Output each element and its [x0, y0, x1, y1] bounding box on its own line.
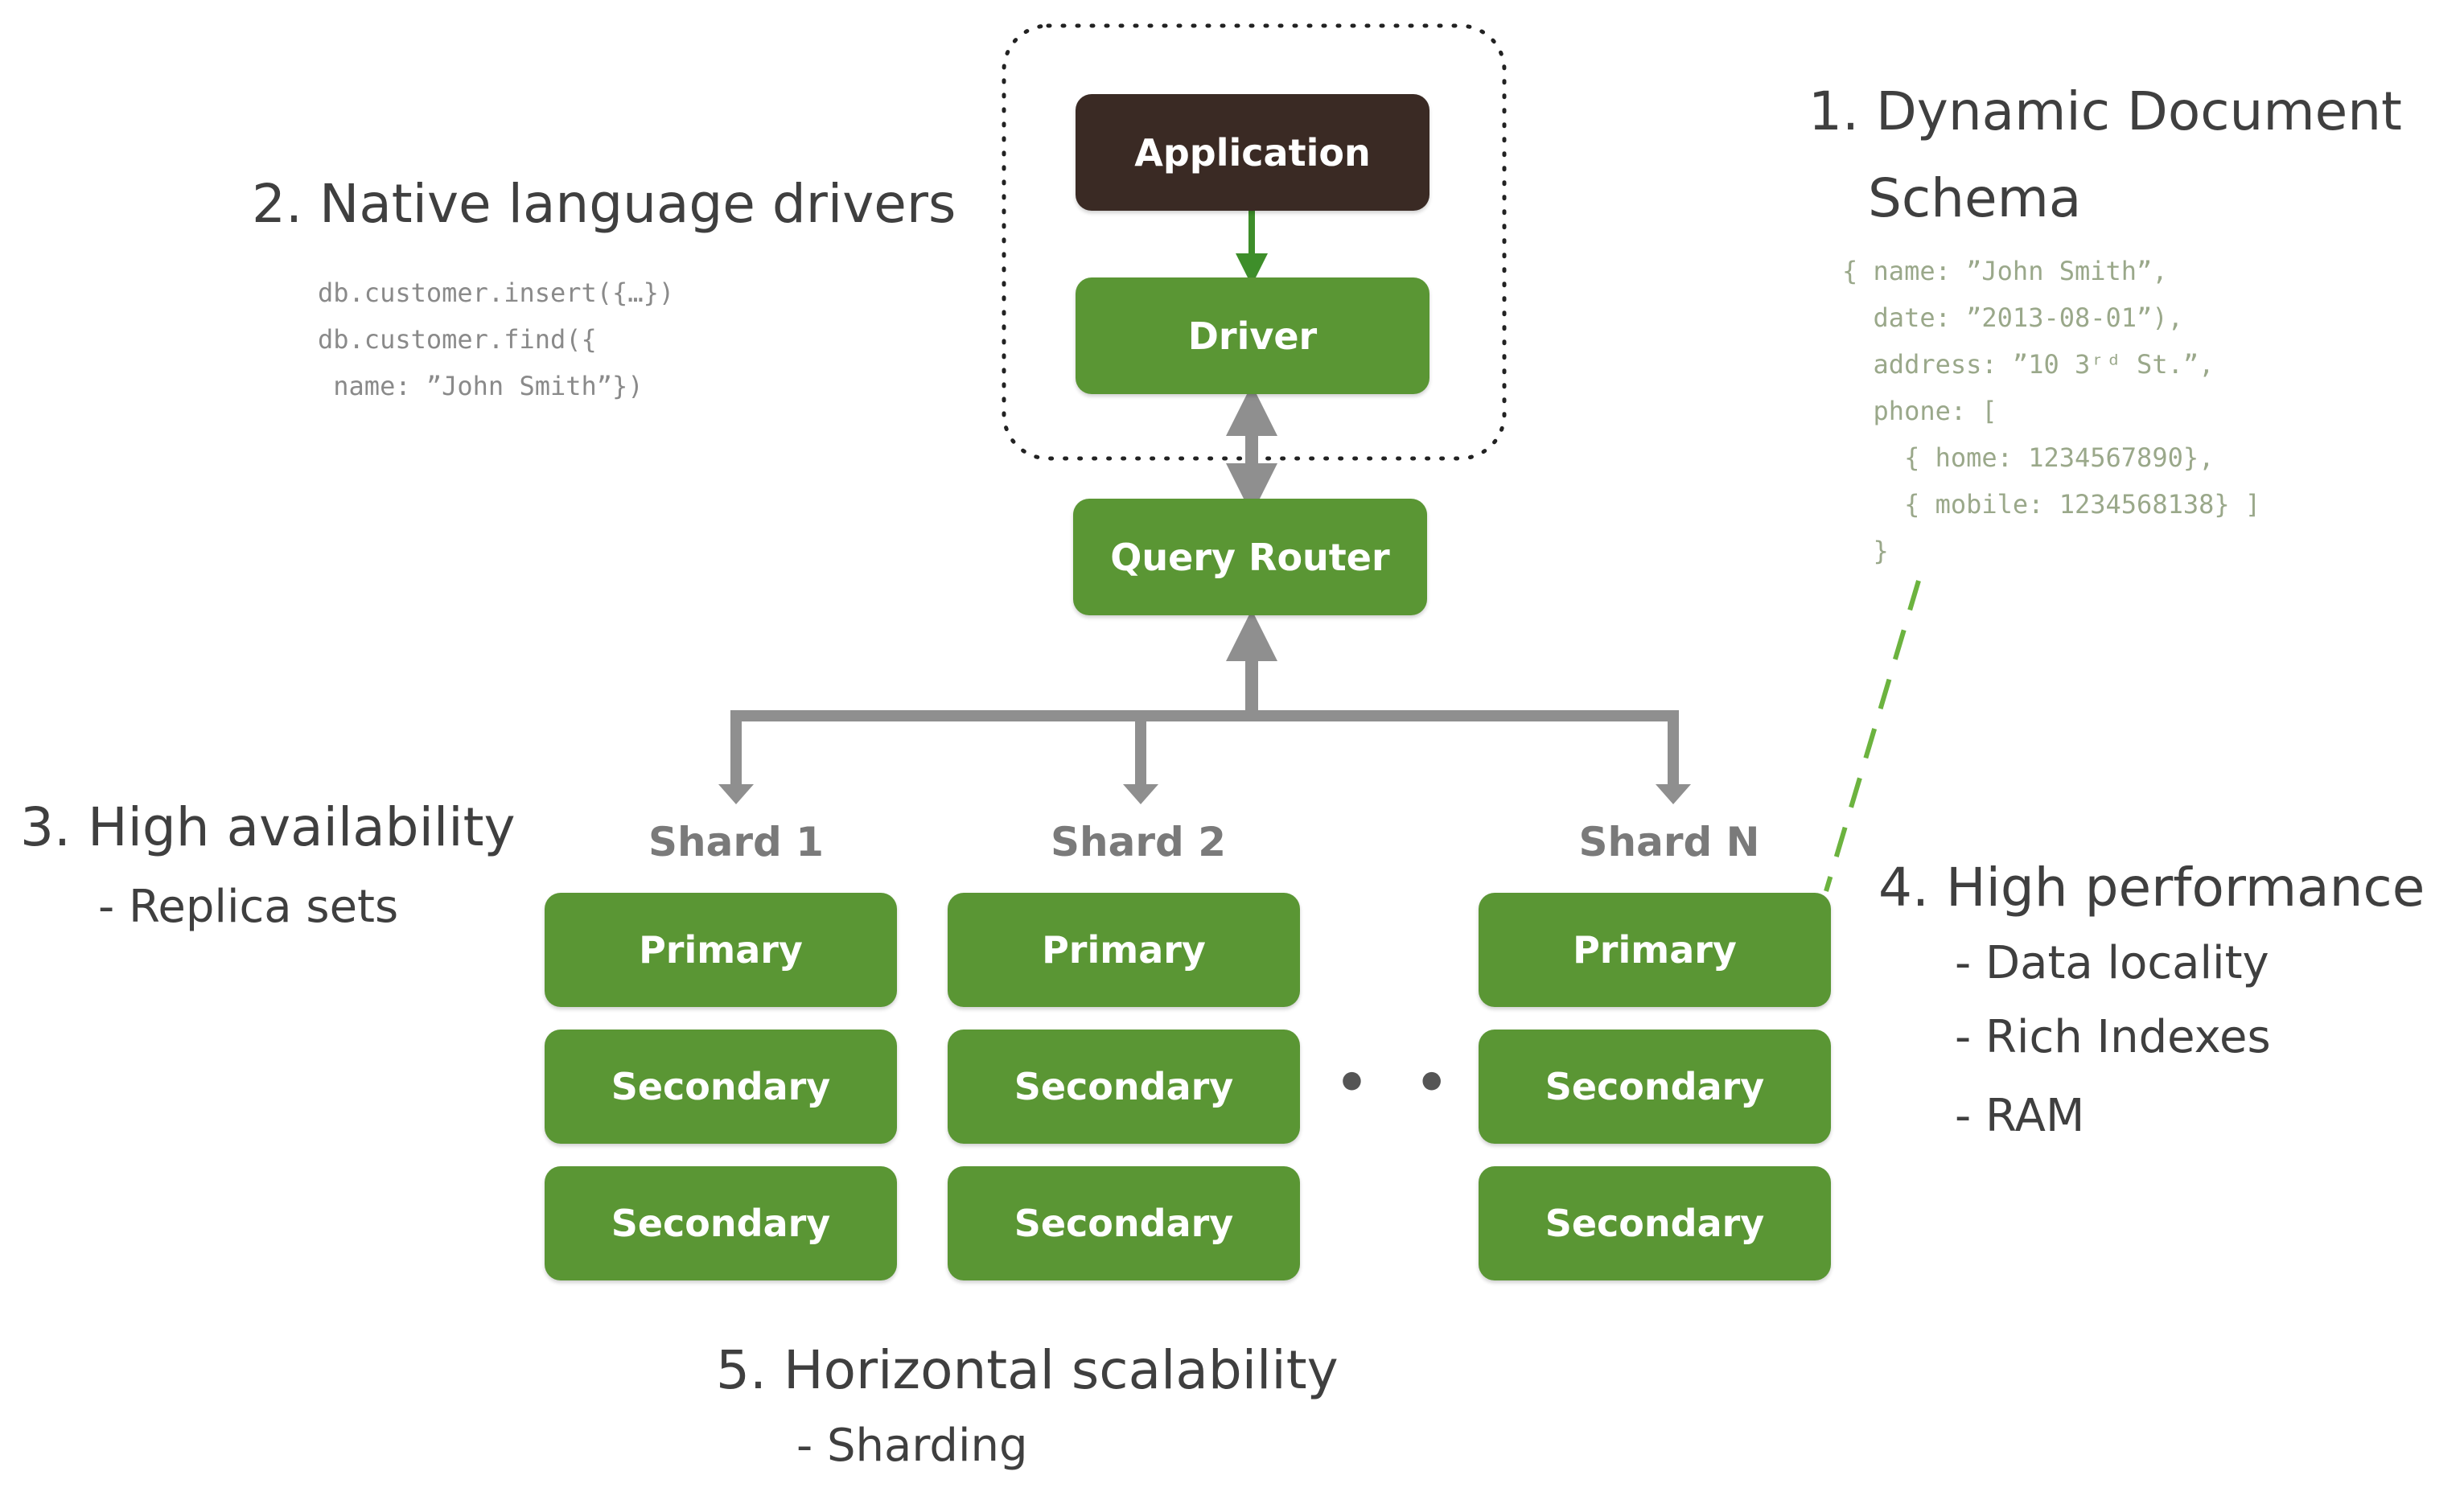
- node-label: Secondary: [611, 1202, 831, 1245]
- query-router-box: Query Router: [1073, 499, 1427, 615]
- feature-1-title-line1: 1. Dynamic Document: [1808, 80, 2402, 142]
- application-box: Application: [1076, 94, 1429, 211]
- node-label: Primary: [1042, 928, 1206, 972]
- shard-n-label: Shard N: [1578, 819, 1760, 865]
- shard-n-primary: Primary: [1479, 893, 1831, 1007]
- shard-2-secondary-2: Secondary: [948, 1166, 1300, 1280]
- application-label: Application: [1134, 130, 1371, 175]
- feature-3-sub: - Replica sets: [98, 881, 399, 933]
- node-label: Secondary: [1545, 1202, 1765, 1245]
- node-label: Secondary: [1545, 1065, 1765, 1108]
- shard-2-secondary-1: Secondary: [948, 1030, 1300, 1144]
- node-label: Secondary: [611, 1065, 831, 1108]
- driver-box: Driver: [1076, 277, 1429, 394]
- shard-n-secondary-1: Secondary: [1479, 1030, 1831, 1144]
- feature-5-sub: - Sharding: [796, 1420, 1028, 1472]
- feature-4-sub-2: - Rich Indexes: [1955, 1011, 2271, 1063]
- document-schema-snippet: { name: ”John Smith”, date: ”2013-08-01”…: [1842, 256, 2261, 566]
- feature-5-title: 5. Horizontal scalability: [716, 1339, 1339, 1401]
- shard-2-arrowhead: [1123, 784, 1158, 804]
- shard-1-secondary-1: Secondary: [545, 1030, 897, 1144]
- feature-2-title: 2. Native language drivers: [252, 173, 956, 235]
- node-label: Secondary: [1014, 1202, 1234, 1245]
- driver-label: Driver: [1187, 314, 1318, 358]
- shard-1-secondary-2: Secondary: [545, 1166, 897, 1280]
- feature-4-sub-1: - Data locality: [1955, 937, 2269, 989]
- shard-1-primary: Primary: [545, 893, 897, 1007]
- node-label: Secondary: [1014, 1065, 1234, 1108]
- feature-1-title-line2: Schema: [1868, 167, 2082, 229]
- node-label: Primary: [1573, 928, 1737, 972]
- shard-2-primary: Primary: [948, 893, 1300, 1007]
- query-router-label: Query Router: [1110, 535, 1390, 579]
- schema-link-dashed: [1824, 580, 1921, 892]
- feature-3-title: 3. High availability: [20, 796, 516, 858]
- shard-n-arrowhead: [1656, 784, 1691, 804]
- shard-bus: [730, 710, 1679, 784]
- node-label: Primary: [639, 928, 803, 972]
- shard-1-label: Shard 1: [648, 819, 824, 865]
- feature-4-title: 4. High performance: [1878, 857, 2425, 919]
- feature-4-sub-3: - RAM: [1955, 1090, 2085, 1142]
- shard-n-secondary-2: Secondary: [1479, 1166, 1831, 1280]
- driver-code-snippet: db.customer.insert({…}) db.customer.find…: [318, 277, 675, 401]
- shard-1-arrowhead: [718, 784, 754, 804]
- shard-2-label: Shard 2: [1051, 819, 1226, 865]
